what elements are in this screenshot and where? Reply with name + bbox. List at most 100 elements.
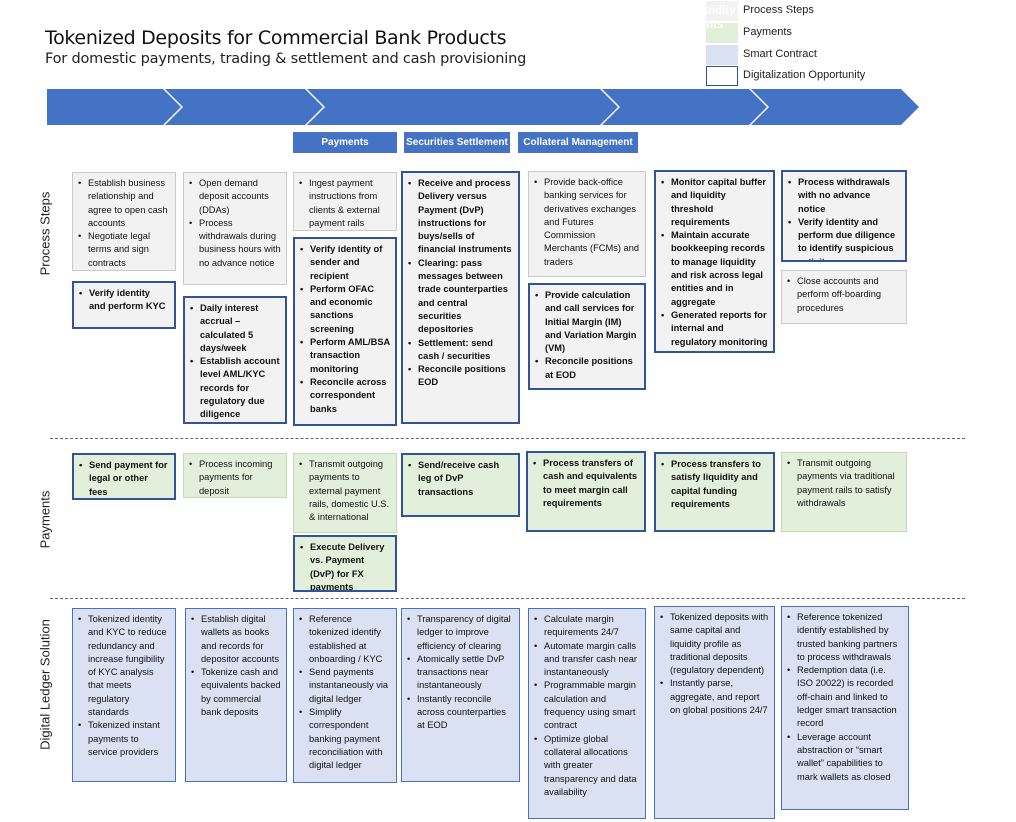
bullet-item: Transmit outgoing payments via tradition… — [787, 457, 901, 510]
cell-process-withdraw: Process withdrawals with no advance noti… — [781, 170, 907, 262]
bullet-item: Send payment for legal or other fees — [79, 459, 169, 498]
bullet-list: Transmit outgoing payments to external p… — [299, 458, 391, 524]
subheader-payments: Payments — [293, 132, 397, 153]
row-divider — [50, 438, 965, 439]
bullet-item: Daily interest accrual – calculated 5 da… — [190, 302, 280, 355]
bullet-item: Monitor capital buffer and liquidity thr… — [661, 176, 768, 229]
bullet-item: Simplify correspondent banking payment r… — [299, 706, 391, 772]
chevron-capital — [602, 89, 767, 125]
bullet-list: Process incoming payments for deposit — [189, 458, 281, 497]
bullet-item: Calculate margin requirements 24/7 — [534, 613, 640, 640]
bullet-list: Provide back-office banking services for… — [534, 176, 640, 269]
bullet-item: Execute Delivery vs. Payment (DvP) for F… — [300, 541, 390, 590]
bullet-item: Reference tokenized identify established… — [299, 613, 391, 666]
bullet-item: Provide back-office banking services for… — [534, 176, 640, 269]
bullet-item: Perform OFAC and economic sanctions scre… — [300, 283, 390, 336]
bullet-list: Tokenized deposits with same capital and… — [660, 611, 769, 717]
legend-label: Payments — [743, 26, 792, 38]
bullet-list: Calculate margin requirements 24/7Automa… — [534, 613, 640, 799]
bullet-item: Ingest payment instructions from clients… — [299, 177, 391, 230]
cell-payments-dvp-fx: Execute Delivery vs. Payment (DvP) for F… — [293, 535, 397, 592]
bullet-list: Daily interest accrual – calculated 5 da… — [190, 302, 280, 422]
bullet-item: Tokenized instant payments to service pr… — [78, 719, 170, 759]
chevron-onboarding — [47, 89, 181, 125]
row-divider — [50, 598, 965, 599]
bullet-item: Transparency of digital ledger to improv… — [407, 613, 514, 653]
cell-payments-open-accounts: Process incoming payments for deposit — [183, 453, 287, 498]
bullet-item: Establish business relationship and agre… — [78, 177, 170, 230]
bullet-item: Maintain accurate bookkeeping records to… — [661, 229, 768, 309]
cell-process-onboarding-kyc: Verify identity and perform KYC — [72, 281, 176, 329]
cell-payments-onboarding: Send payment for legal or other fees — [72, 453, 176, 500]
stage-open-accounts: Open Accounts & Take Deposits — [193, 5, 291, 31]
bullet-list: Transparency of digital ledger to improv… — [407, 613, 514, 733]
cell-digital-securities: Transparency of digital ledger to improv… — [401, 608, 520, 782]
stage-chevron-bar — [47, 89, 919, 125]
bullet-list: Process withdrawals with no advance noti… — [788, 176, 900, 260]
cell-process-payments: Ingest payment instructions from clients… — [293, 172, 397, 231]
row-label-process-steps: Process Steps — [37, 191, 53, 276]
bullet-list: Provide calculation and call services fo… — [535, 289, 639, 382]
bullet-list: Process transfers of cash and equivalent… — [533, 457, 639, 510]
cell-process-payments-verify: Verify identity of sender and recipientP… — [293, 237, 397, 426]
bullet-item: Reconcile positions EOD — [408, 363, 513, 390]
chevron-arrows — [47, 89, 919, 125]
cell-process-collateral: Provide back-office banking services for… — [528, 171, 646, 277]
bullet-list: Execute Delivery vs. Payment (DvP) for F… — [300, 541, 390, 590]
bullet-item: Provide calculation and call services fo… — [535, 289, 639, 355]
bullet-item: Reference tokenized identify established… — [787, 611, 903, 664]
bullet-item: Receive and process Delivery versus Paym… — [408, 177, 513, 257]
bullet-item: Optimize global collateral allocations w… — [534, 733, 640, 799]
cell-digital-withdraw: Reference tokenized identify established… — [781, 606, 909, 810]
bullet-list: Verify identity of sender and recipientP… — [300, 243, 390, 416]
cell-process-open-accounts-interest: Daily interest accrual – calculated 5 da… — [183, 296, 287, 424]
chevron-withdraw — [751, 89, 919, 125]
bullet-list: Establish digital wallets as books and r… — [191, 613, 281, 719]
bullet-item: Leverage account abstraction or “smart w… — [787, 731, 903, 784]
cell-process-collateral-margin: Provide calculation and call services fo… — [528, 283, 646, 390]
bullet-list: Ingest payment instructions from clients… — [299, 177, 391, 230]
bullet-item: Process transfers to satisfy liquidity a… — [661, 458, 768, 511]
subheader-collateral-management: Collateral Management — [518, 132, 638, 153]
chevron-open-accounts — [165, 89, 323, 125]
bullet-list: Receive and process Delivery versus Paym… — [408, 177, 513, 390]
bullet-item: Instantly parse, aggregate, and report o… — [660, 677, 769, 717]
cell-digital-collateral: Calculate margin requirements 24/7Automa… — [528, 608, 646, 819]
bullet-list: Transmit outgoing payments via tradition… — [787, 457, 901, 510]
bullet-list: Send/receive cash leg of DvP transaction… — [408, 459, 513, 499]
legend-swatch-process — [706, 1, 738, 21]
bullet-item: Programmable margin calculation and freq… — [534, 679, 640, 732]
cell-payments-transmit: Transmit outgoing payments to external p… — [293, 453, 397, 533]
bullet-list: Tokenized identity and KYC to reduce red… — [78, 613, 170, 759]
bullet-item: Establish account level AML/KYC records … — [190, 355, 280, 421]
bullet-item: Process withdrawals during business hour… — [189, 217, 281, 270]
cell-process-onboarding: Establish business relationship and agre… — [72, 172, 176, 271]
bullet-item: Process transfers of cash and equivalent… — [533, 457, 639, 510]
legend-item-smart-contract: Smart Contract — [706, 45, 946, 67]
chevron-transact — [307, 89, 618, 125]
bullet-item: Settlement: send cash / securities — [408, 337, 513, 364]
bullet-list: Reference tokenized identify established… — [299, 613, 391, 773]
row-label-digital-ledger: Digital Ledger Solution — [37, 619, 53, 750]
bullet-item: Redemption data (i.e. ISO 20022) is reco… — [787, 664, 903, 730]
legend-item-payments: Payments — [706, 23, 946, 45]
row-label-payments: Payments — [37, 490, 53, 549]
legend-swatch-smart-contract — [706, 45, 738, 65]
bullet-item: Open demand deposit accounts (DDAs) — [189, 177, 281, 217]
cell-process-withdraw-close: Close accounts and perform off-boarding … — [781, 270, 907, 324]
cell-payments-capital: Process transfers to satisfy liquidity a… — [654, 452, 775, 532]
bullet-item: Reconcile across correspondent banks — [300, 376, 390, 416]
page-title: Tokenized Deposits for Commercial Bank P… — [45, 27, 507, 49]
bullet-item: Process incoming payments for deposit — [189, 458, 281, 497]
bullet-list: Establish business relationship and agre… — [78, 177, 170, 270]
bullet-item: Verify identity and perform KYC — [79, 287, 169, 314]
stage-onboarding: Onboarding — [77, 12, 143, 24]
bullet-list: Monitor capital buffer and liquidity thr… — [661, 176, 768, 349]
stage-transact: Transact in Tokenized Deposits — [376, 12, 549, 24]
legend-swatch-payments — [706, 23, 738, 43]
bullet-item: Tokenized identity and KYC to reduce red… — [78, 613, 170, 719]
bullet-item: Perform AML/BSA transaction monitoring — [300, 336, 390, 376]
bullet-item: Verify identity of sender and recipient — [300, 243, 390, 283]
legend-label: Digitalization Opportunity — [743, 69, 866, 81]
legend-swatch-digitalization — [706, 66, 738, 86]
